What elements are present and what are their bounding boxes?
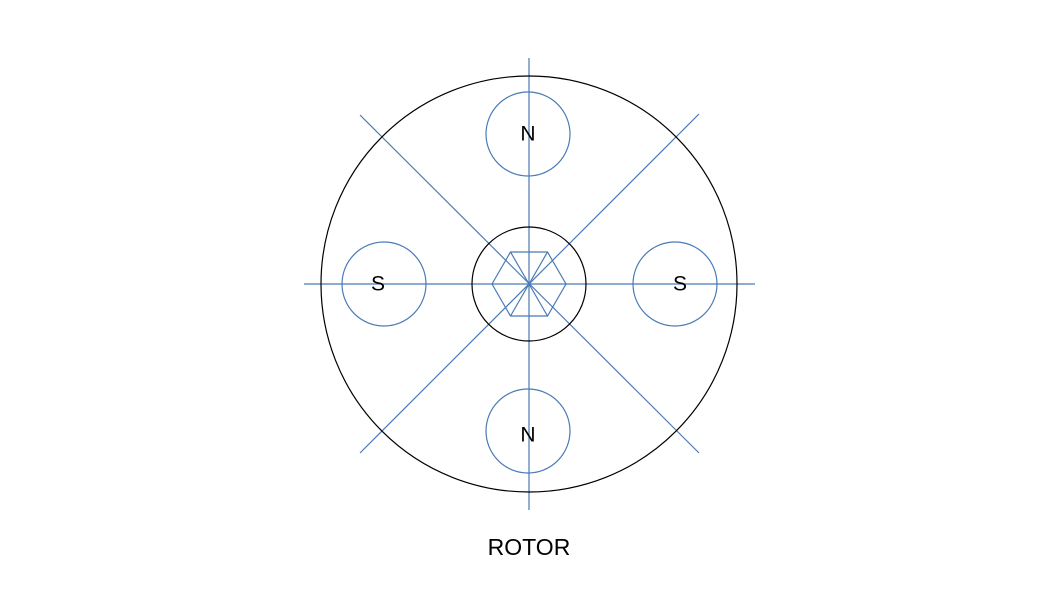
magnet-left (341, 241, 427, 327)
rotor-hub-circle (471, 226, 587, 342)
pole-label-top: N (520, 123, 535, 146)
magnet-right (632, 241, 718, 327)
rotor-outer-circle (320, 75, 738, 493)
hex-diagonal-2 (509, 251, 549, 317)
pole-label-right: S (673, 273, 687, 296)
magnet-bottom (485, 388, 571, 474)
pole-label-left: S (371, 273, 385, 296)
diagram-caption: ROTOR (487, 534, 571, 560)
pole-label-bottom: N (520, 424, 535, 447)
magnet-top (485, 91, 571, 177)
